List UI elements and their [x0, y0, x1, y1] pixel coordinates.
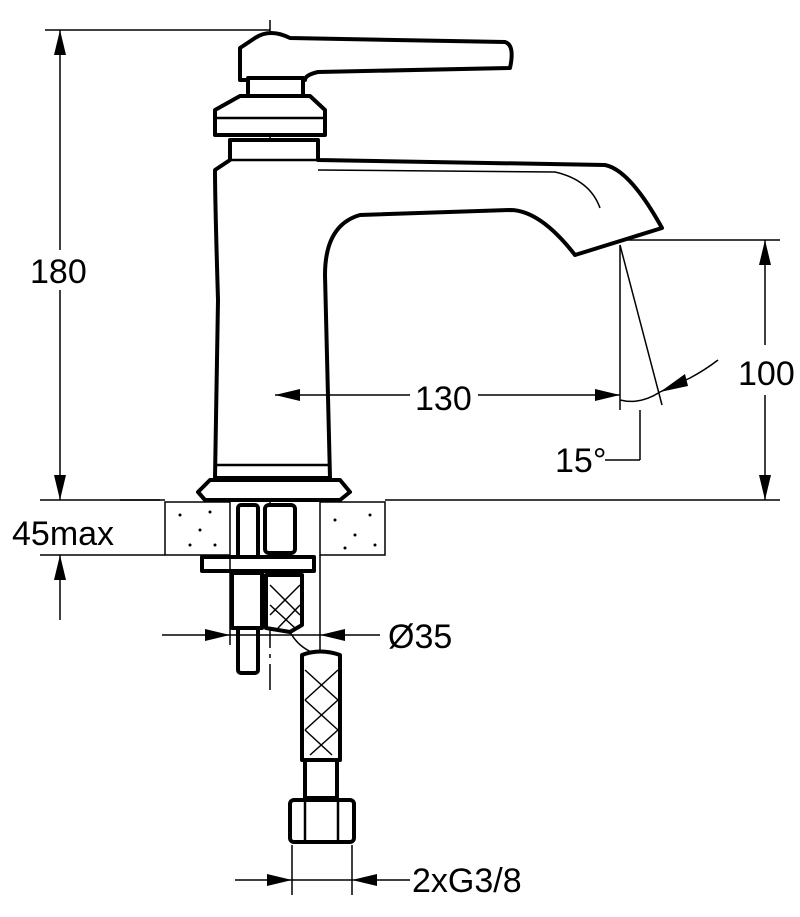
faucet-body [213, 138, 664, 480]
spout-height-label: 100 [738, 355, 795, 393]
counter-thickness-label: 45max [12, 515, 114, 553]
dimension-counter-thickness: 45max [12, 515, 114, 620]
dimension-spout-height: 100 [620, 239, 795, 500]
reach-label: 130 [415, 380, 472, 418]
dimension-angle: 15° [555, 244, 719, 480]
base-flange [196, 478, 352, 502]
dimension-hole-diameter: Ø35 [162, 555, 452, 656]
spout-highlight [317, 169, 601, 209]
connection-label: 2xG3/8 [412, 862, 522, 900]
angle-label: 15° [555, 442, 606, 480]
fixing-hardware [200, 503, 321, 675]
lever-handle [213, 31, 514, 137]
dimension-height: 180 [25, 29, 270, 500]
flexible-hose [288, 649, 356, 844]
dimension-reach: 130 [275, 380, 620, 418]
dimension-connection: 2xG3/8 [235, 845, 522, 900]
height-label: 180 [30, 253, 87, 291]
countertop [40, 499, 780, 556]
hole-diameter-label: Ø35 [388, 618, 452, 656]
